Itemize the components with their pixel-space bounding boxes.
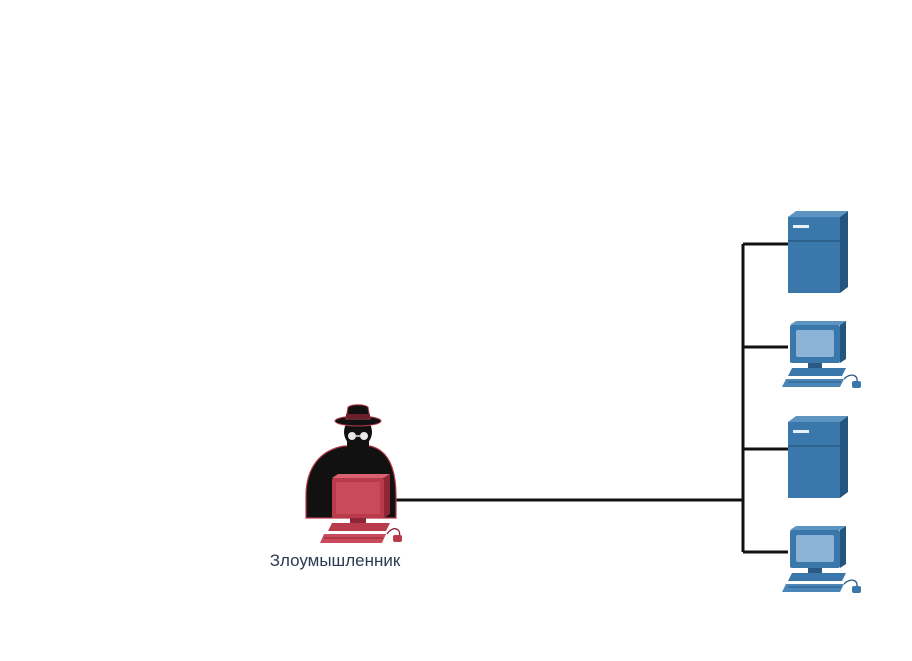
- attacker-label: Злоумышленник: [269, 551, 401, 570]
- network-links: [392, 242, 790, 554]
- server-icon[interactable]: [787, 415, 849, 499]
- workstation-icon[interactable]: [781, 320, 862, 389]
- workstation-icon[interactable]: [781, 525, 862, 594]
- hacker-icon[interactable]: [305, 404, 402, 543]
- server-icon[interactable]: [787, 210, 849, 294]
